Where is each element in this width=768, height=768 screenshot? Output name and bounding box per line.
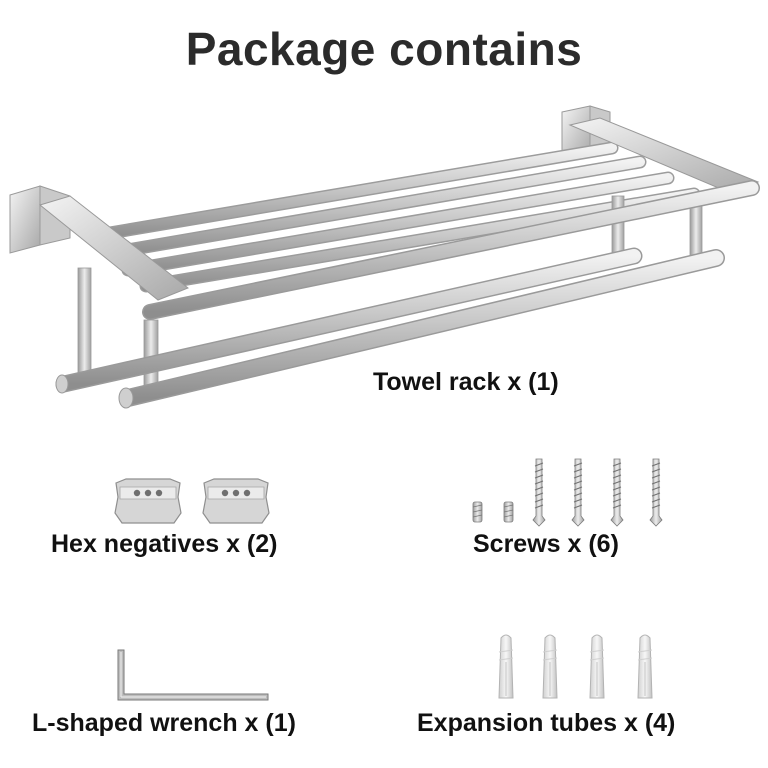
expansion-tube-1 [498, 634, 514, 699]
hex-bracket-2 [202, 478, 270, 524]
expansion-tubes-label: Expansion tubes x (4) [417, 709, 676, 737]
towel-rack-label: Towel rack x (1) [373, 368, 559, 396]
page-title: Package contains [185, 23, 583, 75]
wood-screw-4 [649, 458, 663, 527]
expansion-tube-2 [542, 634, 558, 699]
set-screw-2 [503, 501, 514, 523]
expansion-tube-icon [498, 634, 653, 699]
l-wrench-label: L-shaped wrench x (1) [32, 709, 296, 737]
set-screw-1 [472, 501, 483, 523]
screws-label: Screws x (6) [473, 530, 619, 558]
wood-screw-3 [610, 458, 624, 527]
wood-screw-2 [571, 458, 585, 527]
l-wrench-icon [117, 649, 269, 701]
expansion-tube-4 [637, 634, 653, 699]
hex-bracket-1 [114, 478, 182, 524]
hex-bracket-icon [114, 478, 270, 524]
expansion-tube-3 [589, 634, 605, 699]
hex-negatives-label: Hex negatives x (2) [51, 530, 278, 558]
wood-screw-1 [532, 458, 546, 527]
towel-rack-icon [9, 105, 760, 409]
screw-icon [472, 458, 663, 527]
